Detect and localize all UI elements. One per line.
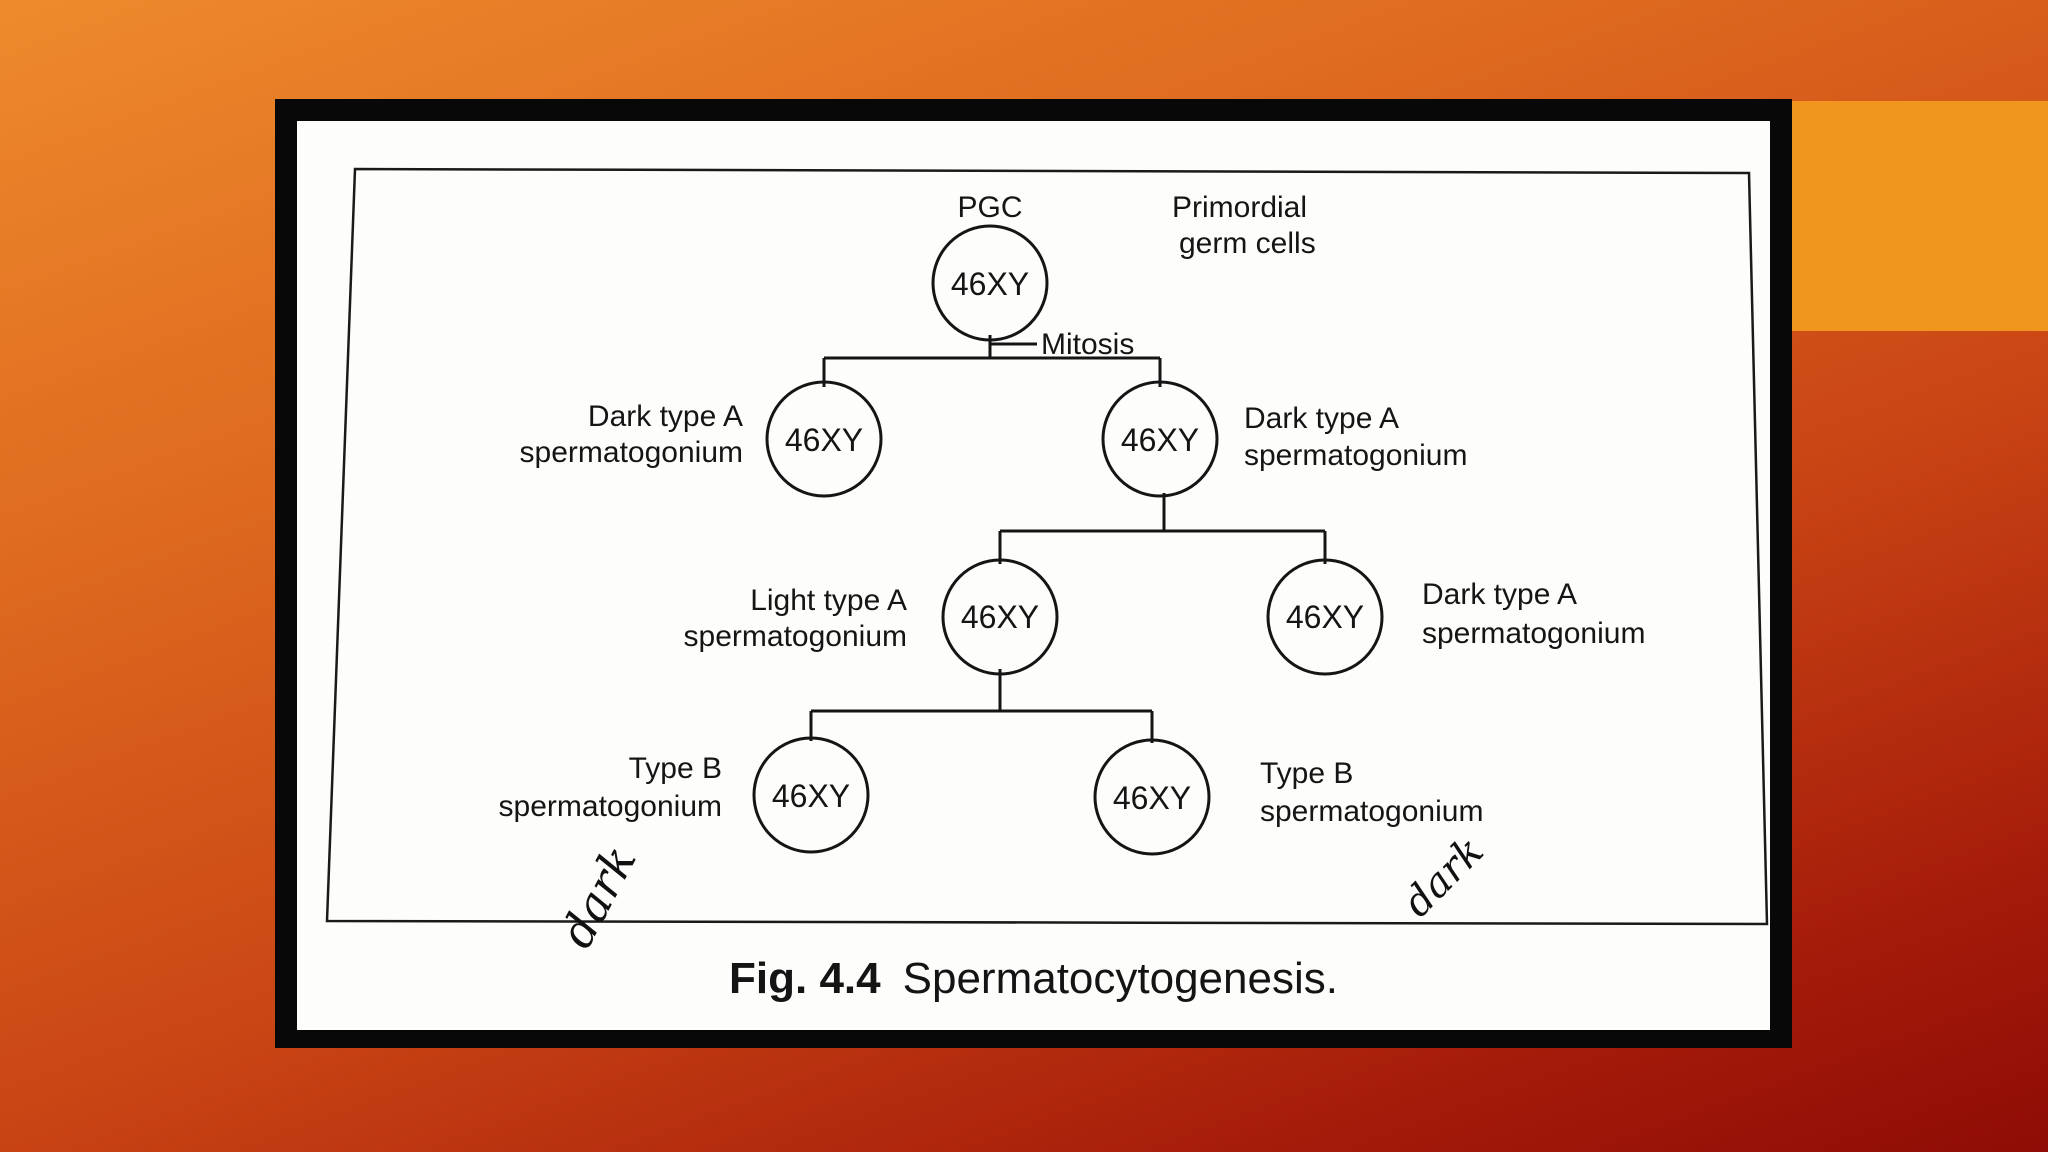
pgc-karyotype: 46XY xyxy=(951,266,1029,302)
level1-left-karyotype: 46XY xyxy=(785,422,863,458)
figure-page: PGC Primordial germ cells 46XY Mitosis 4… xyxy=(297,121,1770,1030)
level2-right-karyotype: 46XY xyxy=(1286,599,1364,635)
level1-left-cell xyxy=(765,380,883,498)
pgc-cell xyxy=(931,224,1049,342)
level2-right-cell xyxy=(1266,558,1384,676)
slide-image-frame: PGC Primordial germ cells 46XY Mitosis 4… xyxy=(275,99,1792,1048)
level3-left-label-line2: spermatogonium xyxy=(499,790,722,823)
caption-figure-number: Fig. 4.4 xyxy=(729,954,881,1003)
level1-left-label-line1: Dark type A xyxy=(588,400,743,433)
level2-left-label-line2: spermatogonium xyxy=(684,620,907,653)
level3-right-label-line1: Type B xyxy=(1260,757,1353,790)
level3-left-karyotype: 46XY xyxy=(772,778,850,814)
level3-right-karyotype: 46XY xyxy=(1113,780,1191,816)
level3-left-label-line1: Type B xyxy=(629,752,722,785)
level2-left-cell xyxy=(941,558,1059,676)
handwritten-dark-right: dark xyxy=(1395,828,1493,926)
caption-title: Spermatocytogenesis. xyxy=(902,954,1338,1003)
level1-left-label-line2: spermatogonium xyxy=(520,436,743,469)
level2-right-label-line2: spermatogonium xyxy=(1422,617,1645,650)
spermatocytogenesis-diagram: PGC Primordial germ cells 46XY Mitosis 4… xyxy=(325,167,1769,957)
figure-caption: Fig. 4.4 Spermatocytogenesis. xyxy=(297,954,1770,1004)
svg-text:dark: dark xyxy=(1395,828,1493,926)
svg-text:dark: dark xyxy=(549,837,647,957)
primordial-label-line1: Primordial xyxy=(1172,191,1307,224)
mitosis-label: Mitosis xyxy=(1041,328,1134,361)
level3-right-label-line2: spermatogonium xyxy=(1260,795,1483,828)
level2-left-label-line1: Light type A xyxy=(750,584,907,617)
level1-right-label-line2: spermatogonium xyxy=(1244,439,1467,472)
accent-block xyxy=(1790,101,2048,331)
handwritten-dark-left: dark xyxy=(549,837,647,957)
level1-right-karyotype: 46XY xyxy=(1121,422,1199,458)
level1-right-label-line1: Dark type A xyxy=(1244,402,1399,435)
tree-connectors xyxy=(809,335,1327,743)
level3-right-cell xyxy=(1093,738,1211,856)
level1-right-cell xyxy=(1101,380,1219,498)
primordial-label-line2: germ cells xyxy=(1179,227,1316,260)
level2-left-karyotype: 46XY xyxy=(961,599,1039,635)
diagram-border xyxy=(325,167,1769,926)
pgc-label: PGC xyxy=(957,191,1022,224)
level3-left-cell xyxy=(752,736,870,854)
level2-right-label-line1: Dark type A xyxy=(1422,578,1577,611)
